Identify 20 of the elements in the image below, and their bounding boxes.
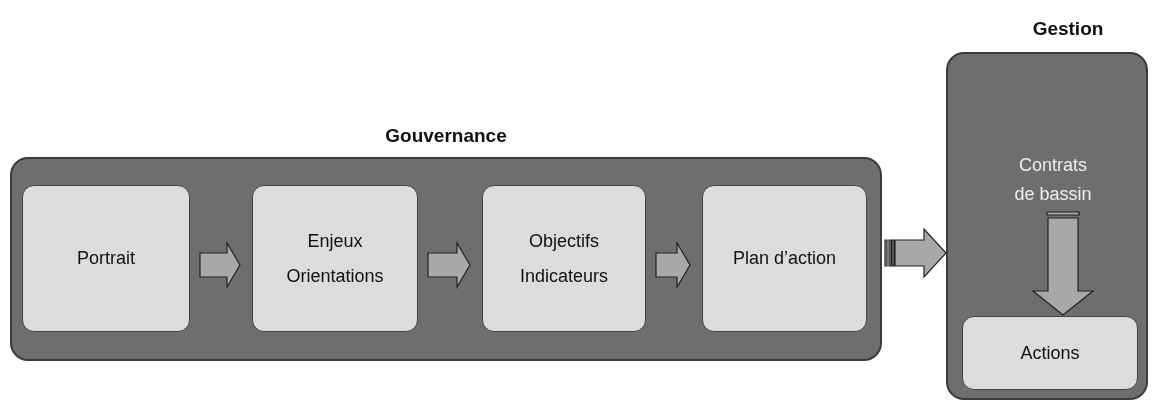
block-arrow [427,240,471,290]
block-arrow [655,240,691,290]
process-box [702,185,867,332]
process-box [962,316,1138,390]
group-heading: Gestion [1031,18,1105,40]
box-label: Portrait [77,248,135,269]
block-arrow [199,240,241,290]
process-box [252,185,418,332]
box-label: Actions [1020,342,1080,364]
block-arrow [1031,211,1095,316]
group-heading: Gouvernance [384,125,508,147]
process-box [482,185,646,332]
box-label: Orientations [286,265,384,287]
block-arrow [884,227,947,279]
panel-label: Contrats de bassin [1013,154,1093,206]
process-box [22,185,190,332]
box-label: Enjeux [307,230,363,252]
box-label: Indicateurs [519,265,609,287]
box-label: Objectifs [529,230,599,252]
box-label: Plan d’action [732,248,837,269]
